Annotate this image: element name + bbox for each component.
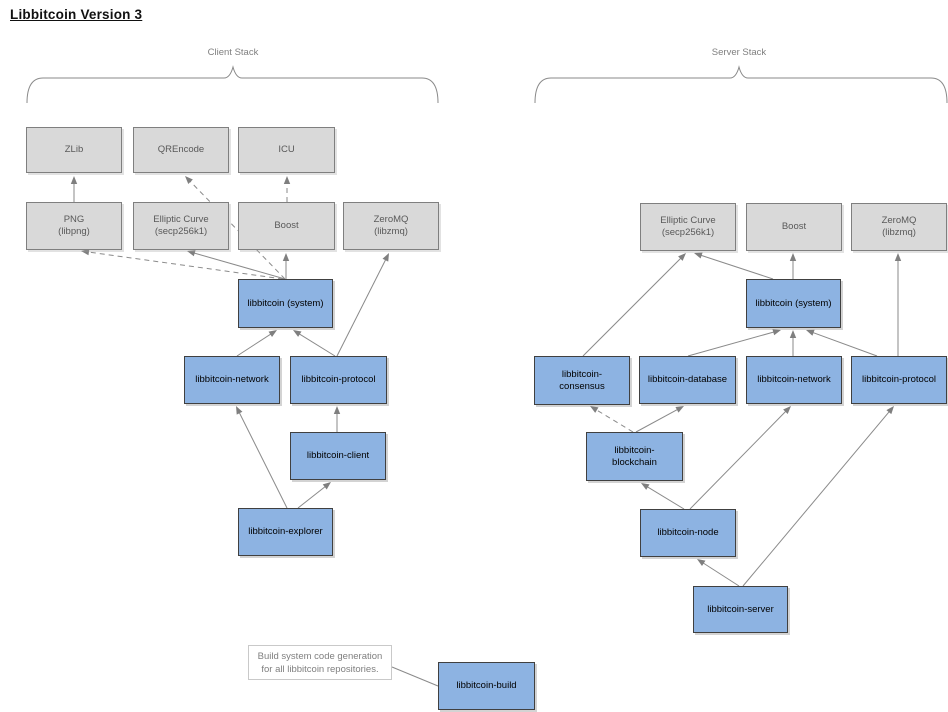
- arrowhead-database-to-system-server: [772, 329, 781, 336]
- node-system-server: libbitcoin (system): [746, 279, 841, 328]
- node-network-server: libbitcoin-network: [746, 356, 842, 404]
- edge-blockchain-to-consensus: [594, 408, 634, 433]
- arrowhead-server-to-protocol-server: [886, 406, 894, 415]
- build-note-line1: Build system code generation: [257, 650, 383, 662]
- page-title: Libbitcoin Version 3: [10, 7, 143, 22]
- arrowhead-explorer-to-network-client: [236, 406, 243, 415]
- edge-system-client-to-qrencode: [188, 179, 286, 280]
- arrowhead-client-to-protocol-client: [333, 406, 341, 414]
- arrowhead-blockchain-to-consensus: [590, 406, 599, 413]
- node-qrencode: QREncode: [133, 127, 229, 173]
- node-protocol-server: libbitcoin-protocol: [851, 356, 947, 404]
- arrowhead-system-client-to-elliptic-client: [187, 250, 196, 257]
- arrowhead-system-server-to-boost-server: [789, 253, 797, 261]
- node-icu: ICU: [238, 127, 335, 173]
- edge-server-to-protocol-server: [742, 410, 891, 587]
- node-system-client: libbitcoin (system): [238, 279, 333, 328]
- arrowhead-system-server-to-elliptic-server: [694, 252, 703, 259]
- server-stack-brace: [534, 65, 948, 104]
- node-elliptic-server: Elliptic Curve (secp256k1): [640, 203, 736, 251]
- client-stack-label: Client Stack: [207, 47, 259, 58]
- arrowhead-blockchain-to-database: [675, 406, 684, 413]
- node-boost-server: Boost: [746, 203, 842, 251]
- node-consensus: libbitcoin- consensus: [534, 356, 630, 405]
- edge-blockchain-to-database: [635, 408, 679, 433]
- node-build: libbitcoin-build: [438, 662, 535, 710]
- arrowhead-protocol-server-to-system-server: [806, 329, 815, 336]
- node-blockchain: libbitcoin- blockchain: [586, 432, 683, 481]
- node-protocol-client: libbitcoin-protocol: [290, 356, 387, 404]
- build-note-line2: for all libbitcoin repositories.: [261, 663, 379, 675]
- edge-database-to-system-server: [687, 331, 776, 357]
- edge-system-server-to-elliptic-server: [699, 254, 774, 280]
- edge-note-to-build: [391, 666, 439, 687]
- edge-server-to-node: [701, 561, 740, 587]
- arrowhead-system-client-to-png: [81, 248, 90, 256]
- server-stack-label: Server Stack: [711, 47, 767, 58]
- arrowhead-consensus-to-elliptic-server: [678, 253, 686, 261]
- arrowhead-node-to-network-server: [783, 406, 791, 414]
- arrowhead-explorer-to-client: [322, 482, 331, 490]
- node-network-client: libbitcoin-network: [184, 356, 280, 404]
- arrowhead-protocol-client-to-zeromq-client: [382, 253, 389, 262]
- edge-protocol-server-to-system-server: [811, 331, 878, 357]
- edge-network-client-to-system-client: [236, 332, 273, 357]
- arrowhead-node-to-blockchain: [641, 483, 650, 490]
- node-explorer: libbitcoin-explorer: [238, 508, 333, 556]
- arrowhead-boost-client-to-icu: [283, 176, 291, 184]
- build-note: Build system code generation for all lib…: [248, 645, 392, 680]
- edge-node-to-network-server: [689, 409, 788, 510]
- arrowhead-protocol-server-to-zeromq-server: [894, 253, 902, 261]
- node-node: libbitcoin-node: [640, 509, 736, 557]
- edge-system-client-to-elliptic-client: [192, 252, 286, 280]
- node-boost-client: Boost: [238, 202, 335, 250]
- node-png: PNG (libpng): [26, 202, 122, 250]
- arrowhead-server-to-node: [697, 559, 706, 567]
- node-elliptic-client: Elliptic Curve (secp256k1): [133, 202, 229, 250]
- edge-consensus-to-elliptic-server: [582, 256, 683, 357]
- arrowhead-protocol-client-to-system-client: [293, 330, 302, 337]
- node-database: libbitcoin-database: [639, 356, 736, 404]
- edge-explorer-to-network-client: [238, 411, 288, 509]
- arrowhead-network-client-to-system-client: [268, 330, 277, 338]
- client-stack-brace: [26, 65, 439, 104]
- edge-system-client-to-png: [86, 251, 284, 280]
- node-zeromq-server: ZeroMQ (libzmq): [851, 203, 947, 251]
- node-server: libbitcoin-server: [693, 586, 788, 633]
- arrowhead-system-client-to-qrencode: [185, 176, 193, 184]
- node-zeromq-client: ZeroMQ (libzmq): [343, 202, 439, 250]
- arrowhead-png-to-zlib: [70, 176, 78, 184]
- edge-explorer-to-client: [297, 485, 327, 509]
- edge-node-to-blockchain: [645, 485, 685, 510]
- edge-protocol-client-to-zeromq-client: [336, 258, 387, 357]
- node-zlib: ZLib: [26, 127, 122, 173]
- node-client: libbitcoin-client: [290, 432, 386, 480]
- arrowhead-network-server-to-system-server: [789, 330, 797, 338]
- arrowhead-system-client-to-boost-client: [282, 253, 290, 261]
- edge-protocol-client-to-system-client: [297, 332, 336, 357]
